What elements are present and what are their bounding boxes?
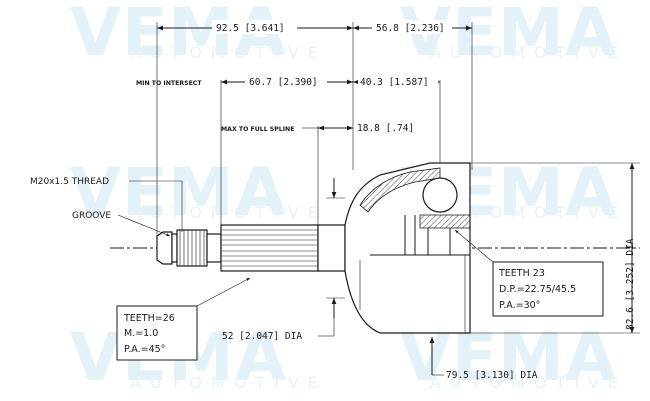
spline-spec-box-left: TEETH=26 M.=1.0 P.A.=45° xyxy=(116,277,251,361)
ball-bearing xyxy=(422,177,458,213)
watermark-subtitle-top-right: AUTOMOTIVE xyxy=(430,43,627,62)
groove-ring xyxy=(171,233,178,263)
dimension-overall: 92.5 [3.641] 56.8 [2.236] xyxy=(157,20,472,34)
left-box-module: M.=1.0 xyxy=(124,328,158,339)
dim-body-dia: 79.5 [3.130] DIA xyxy=(446,370,538,381)
extension-lines xyxy=(156,22,640,334)
thread-callout: M20x1.5 THREAD xyxy=(30,177,183,232)
watermark-group: VEMA AUTOMOTIVE VEMA AUTOMOTIVE VEMA AUT… xyxy=(70,0,627,396)
shaft-assembly xyxy=(156,224,346,272)
right-box-teeth: TEETH 23 xyxy=(498,268,545,279)
inner-race-hatch xyxy=(419,214,471,229)
watermark-brand-top-left: VEMA xyxy=(70,0,287,71)
thread-tip xyxy=(156,231,173,265)
spline-section xyxy=(220,224,319,272)
dim-overall-right: 56.8 [2.236] xyxy=(376,23,445,34)
dim-max-full-spline: 18.8 [.74] xyxy=(357,123,414,134)
dimension-full-spline: MAX TO FULL SPLINE 18.8 [.74] xyxy=(221,123,414,134)
dimension-outer-dia: 82.6 [3.252] DIA xyxy=(625,163,636,333)
thread-label: M20x1.5 THREAD xyxy=(30,177,109,187)
watermark-brand-mid-left: VEMA xyxy=(70,154,287,231)
groove-callout: GROOVE xyxy=(72,211,171,237)
joint-housing xyxy=(344,162,471,334)
dim-intersect-right: 40.3 [1.587] xyxy=(360,77,429,88)
watermark-subtitle-top-left: AUTOMOTIVE xyxy=(130,43,327,62)
right-box-pressure-angle: P.A.=30° xyxy=(499,300,540,311)
max-full-spline-label: MAX TO FULL SPLINE xyxy=(221,126,294,133)
watermark-subtitle-mid-right: AUTOMOTIVE xyxy=(430,203,627,222)
spline-teeth xyxy=(221,229,318,267)
shaft-transition xyxy=(317,224,346,272)
left-box-pressure-angle: P.A.=45° xyxy=(124,344,165,355)
dim-min-intersect: 60.7 [2.390] xyxy=(249,77,318,88)
watermark-subtitle-bottom-right: AUTOMOTIVE xyxy=(430,373,627,392)
watermark-brand-top-right: VEMA xyxy=(400,0,617,71)
dim-outer-dia: 82.6 [3.252] DIA xyxy=(625,238,636,330)
watermark-subtitle-mid-left: AUTOMOTIVE xyxy=(130,203,327,222)
dim-shaft-dia: 52 [2.047] DIA xyxy=(222,331,302,342)
groove-label: GROOVE xyxy=(72,211,111,221)
dimension-shaft-dia: 52 [2.047] DIA xyxy=(222,178,345,342)
right-box-diametral-pitch: D.P.=22.75/45.5 xyxy=(499,284,576,295)
watermark-subtitle-bottom-left: AUTOMOTIVE xyxy=(130,373,327,392)
dim-overall-left: 92.5 [3.641] xyxy=(216,23,285,34)
min-to-intersect-label: MIN TO INTERSECT xyxy=(136,80,202,87)
shaft-neck xyxy=(206,233,222,263)
spline-spec-box-right: TEETH 23 D.P.=22.75/45.5 P.A.=30° xyxy=(454,229,604,317)
left-box-teeth: TEETH=26 xyxy=(123,313,175,324)
dimension-min-intersect: MIN TO INTERSECT 60.7 [2.390] 40.3 [1.58… xyxy=(136,74,440,88)
dimension-body-dia: 79.5 [3.130] DIA xyxy=(429,337,538,381)
